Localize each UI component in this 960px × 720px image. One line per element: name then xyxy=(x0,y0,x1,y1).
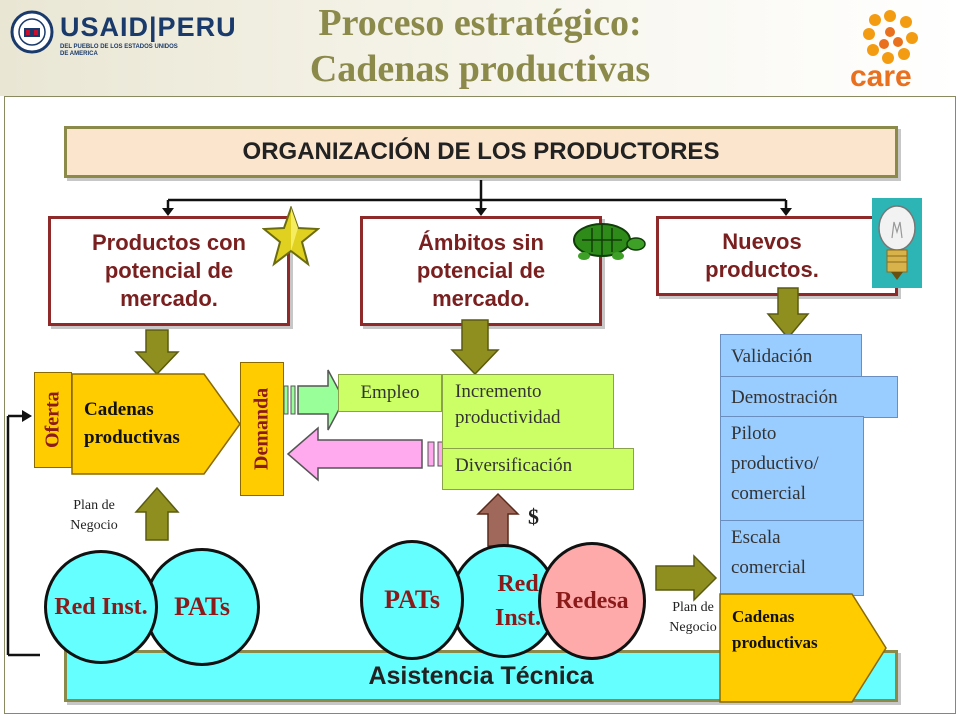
demanda-label: Demanda xyxy=(240,362,284,496)
arrow-up-left xyxy=(134,486,180,541)
turtle-icon xyxy=(573,223,646,260)
redesa-circle: Redesa xyxy=(538,542,646,660)
usaid-wordmark: USAID|PERU xyxy=(60,12,237,42)
dollar-sign: $ xyxy=(528,504,539,529)
diagram-frame xyxy=(4,96,956,714)
oferta-label: Oferta xyxy=(34,372,72,468)
usaid-logo: USAID|PERU DEL PUEBLO DE LOS ESTADOS UNI… xyxy=(10,4,250,62)
cadenas-productivas-left-label: Cadenas productivas xyxy=(84,399,180,448)
usaid-seal-icon xyxy=(10,10,54,54)
plan-de-negocio-left: Plan de Negocio xyxy=(70,498,118,533)
usaid-subtext: DEL PUEBLO DE LOS ESTADOS UNIDOS DE AMER… xyxy=(60,44,178,57)
pats-circle-middle: PATs xyxy=(360,540,464,660)
care-logo: care xyxy=(842,2,942,94)
diversificacion-box: Diversificación xyxy=(442,448,634,490)
pats-circle-left: PATs xyxy=(144,548,260,666)
empleo-arrow xyxy=(283,369,345,431)
cadenas-productivas-left-shape xyxy=(71,373,241,475)
arrow-down-right xyxy=(766,287,810,340)
plan-de-negocio-right: Plan de Negocio xyxy=(669,600,717,635)
empleo-box: Empleo xyxy=(338,374,442,412)
star-icon xyxy=(262,206,320,267)
stage-demostracion: Demostración xyxy=(720,376,898,418)
header-band xyxy=(0,0,960,96)
stage-validacion: Validación xyxy=(720,334,862,378)
care-wordmark: care xyxy=(850,60,912,93)
arrow-down-left xyxy=(134,329,180,376)
stage-piloto: Piloto productivo/ comercial xyxy=(720,416,864,522)
category-productos-con-potencial: Productos con potencial de mercado. xyxy=(48,216,290,326)
incremento-box: Incremento productividad xyxy=(442,374,614,450)
red-inst-circle-left: Red Inst. xyxy=(44,550,158,664)
title-line-2: Cadenas productivas xyxy=(309,48,651,90)
category-nuevos-productos: Nuevos productos. xyxy=(656,216,898,296)
organizacion-box: ORGANIZACIÓN DE LOS PRODUCTORES xyxy=(64,126,898,178)
cadenas-productivas-right-shape xyxy=(719,593,887,703)
care-hands-icon xyxy=(863,10,918,64)
stage-escala: Escala comercial xyxy=(720,520,864,596)
pink-arrow xyxy=(286,426,445,482)
arrow-right-plan xyxy=(655,554,718,602)
cadenas-productivas-right-label: Cadenas productivas xyxy=(732,607,818,652)
lightbulb-icon xyxy=(872,198,922,288)
title-line-1: Proceso estratégico: xyxy=(318,2,642,44)
arrow-up-middle xyxy=(476,492,520,547)
arrow-down-middle xyxy=(450,319,500,376)
